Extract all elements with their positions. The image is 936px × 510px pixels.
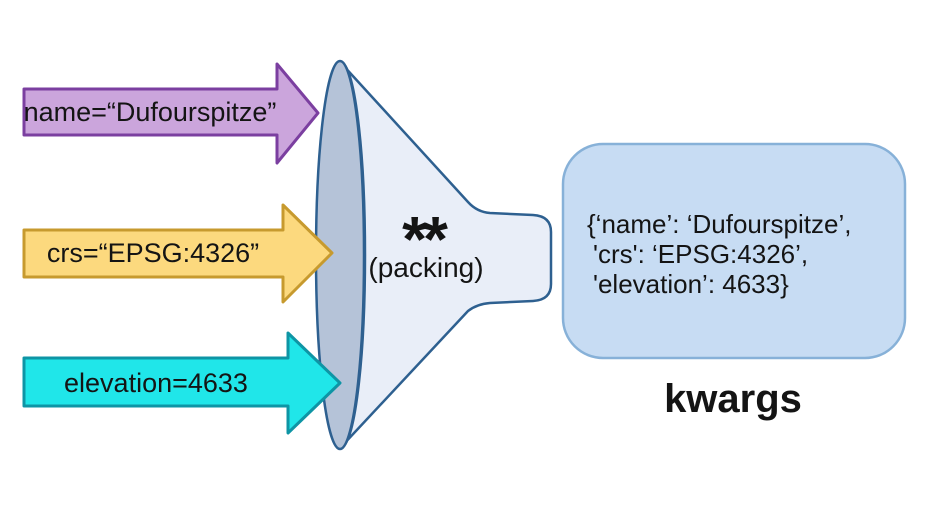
elevation-arrow [22, 331, 342, 435]
dict-line-crs: 'crs': ‘EPSG:4326’, [593, 239, 808, 269]
packing-caption: (packing) [368, 252, 483, 283]
name-arrow [22, 62, 320, 165]
kwargs-dict-box [561, 142, 907, 360]
kwargs-title: kwargs [664, 377, 802, 421]
packing-operator-symbol: ** [402, 203, 448, 275]
crs-arrow [22, 203, 334, 304]
name-arrow-label: name=“Dufourspitze” [24, 97, 277, 127]
elevation-arrow-label: elevation=4633 [64, 368, 248, 398]
dict-line-elevation: 'elevation’: 4633} [593, 269, 789, 299]
crs-arrow-label: crs=“EPSG:4326” [47, 238, 259, 268]
dict-line-name: {‘name’: ‘Dufourspitze’, [587, 209, 851, 239]
